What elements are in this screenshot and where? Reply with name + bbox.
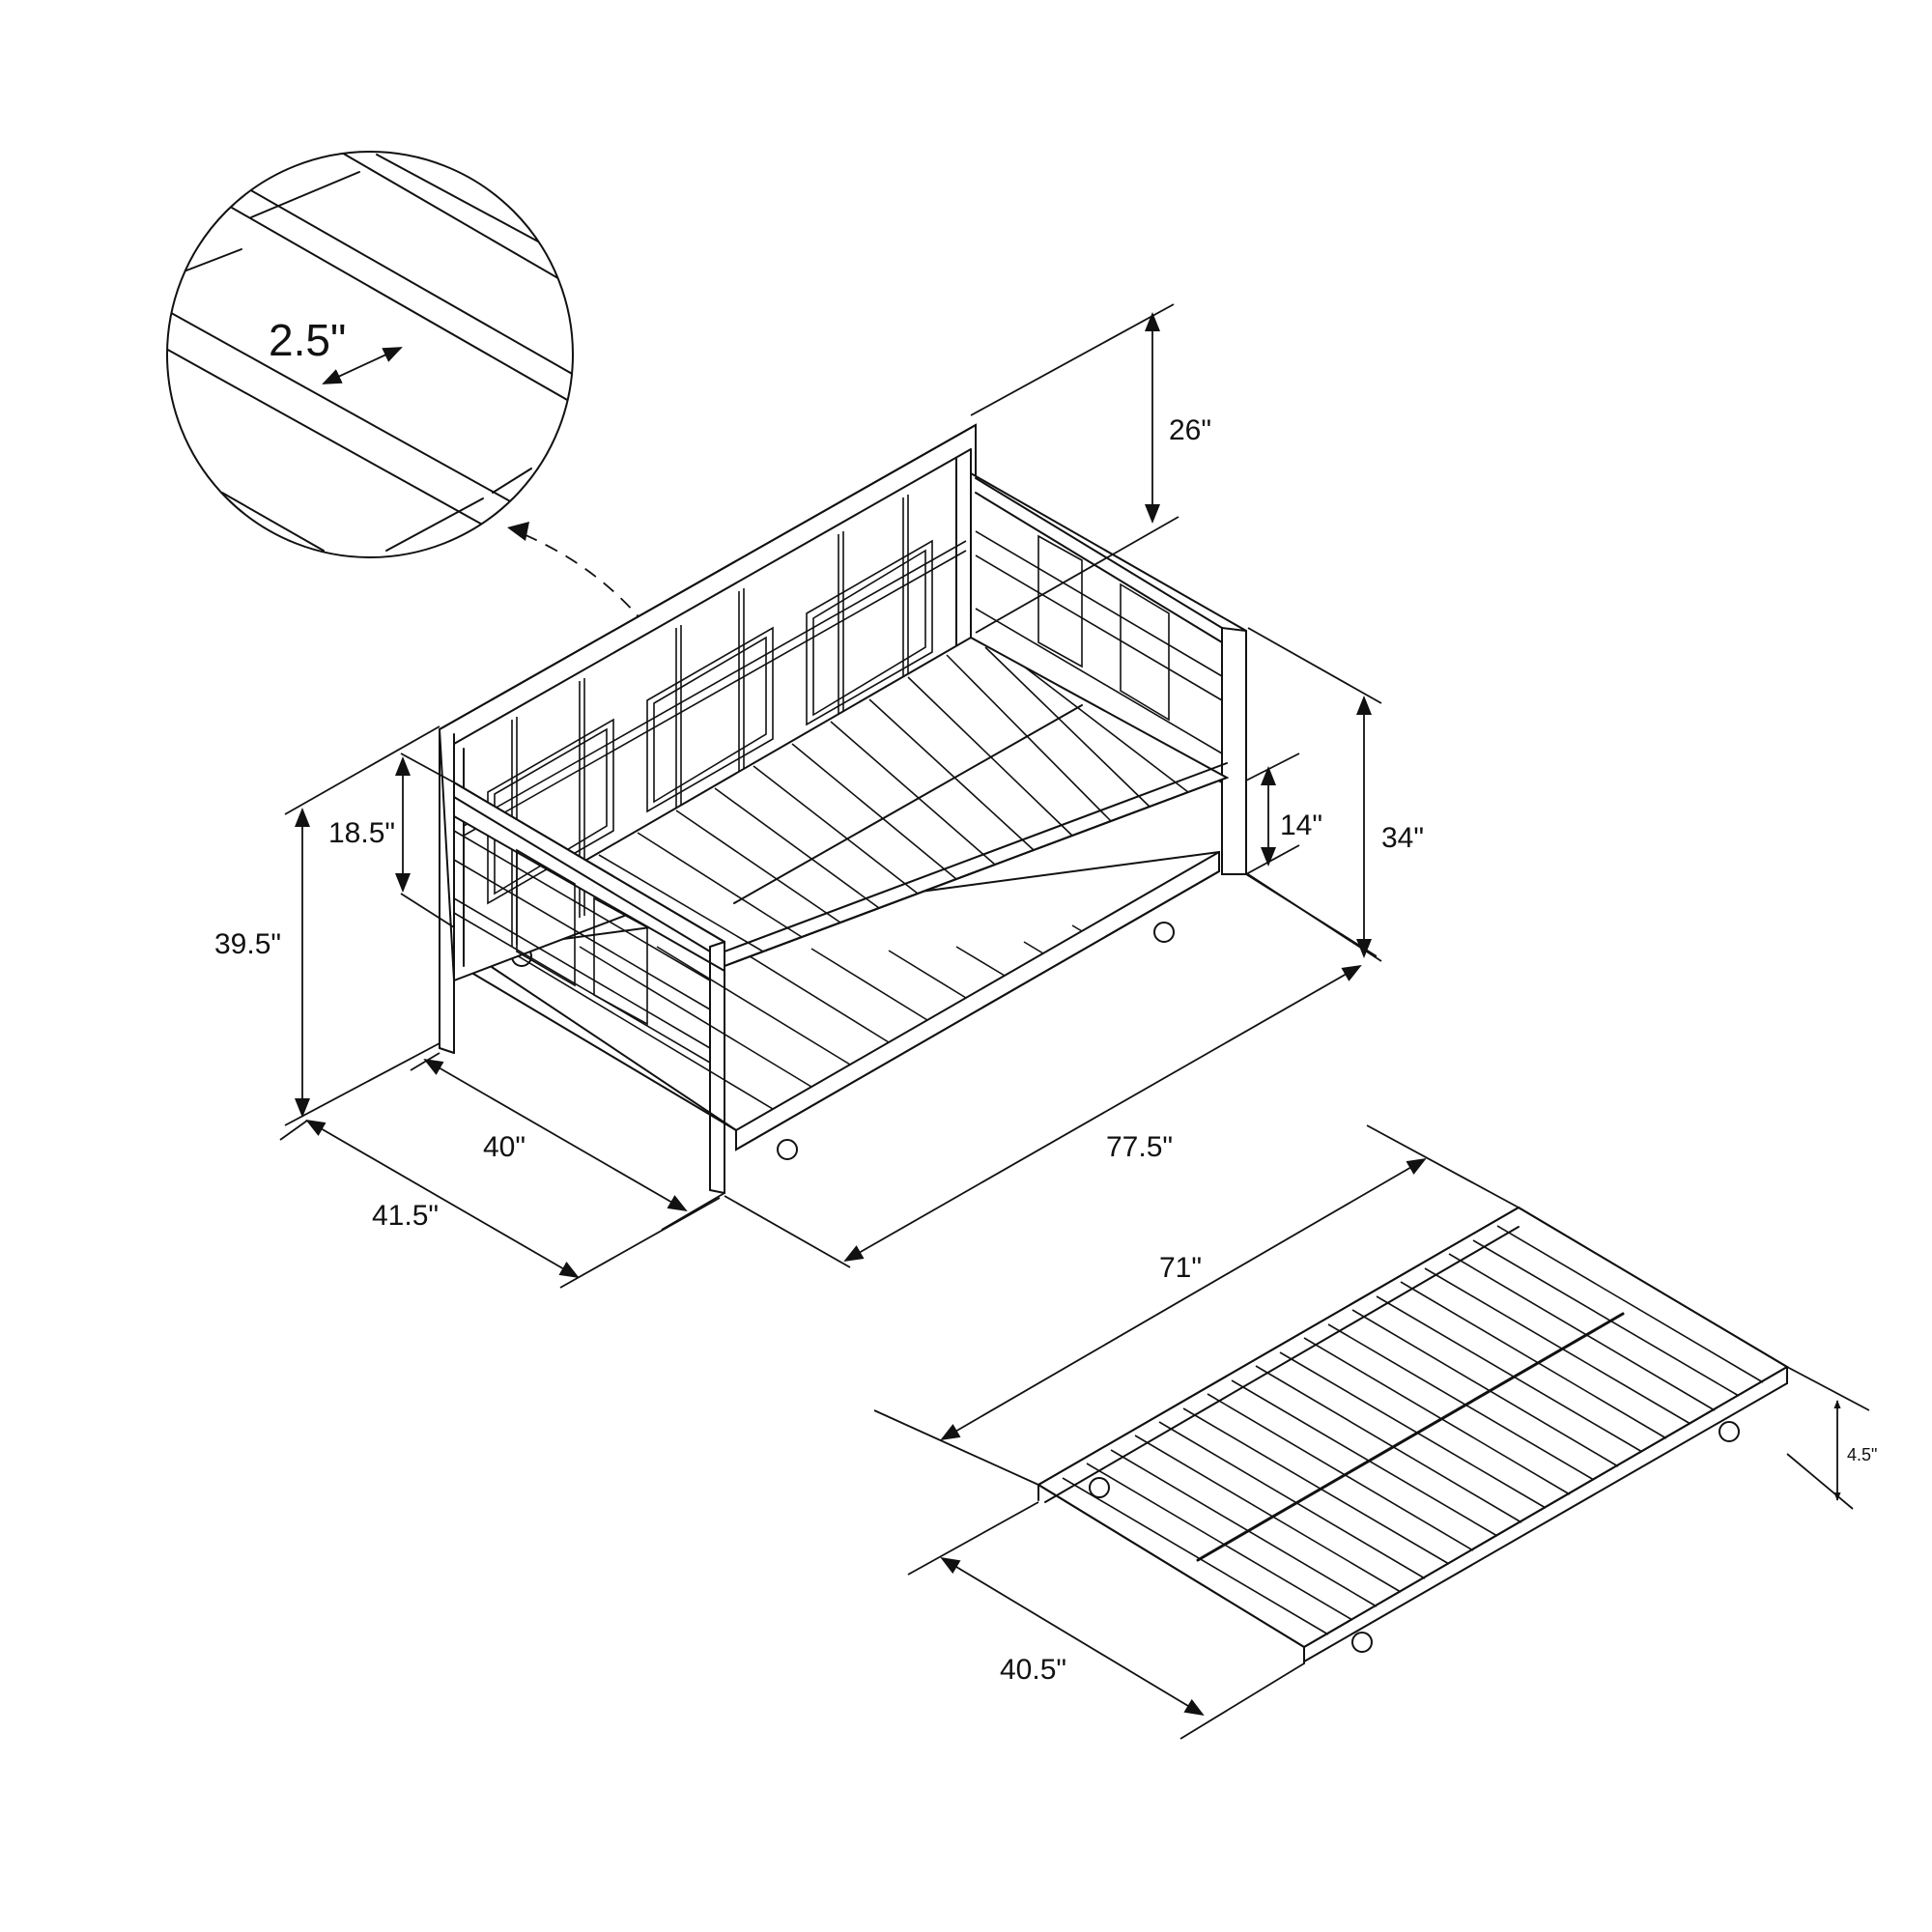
deck-center-support [733, 704, 1083, 904]
caster-wheel-icon [1719, 1421, 1740, 1442]
detail-double-arrow-icon [322, 347, 403, 384]
caster-wheel-icon [1089, 1477, 1110, 1498]
detail-label: 2.5" [269, 315, 346, 365]
daybed-left-side-panel [439, 728, 725, 1194]
dim-label-trundle-length: 71" [1159, 1252, 1202, 1284]
caster-wheel-icon [1153, 922, 1175, 943]
dim-label-arm-height: 18.5" [328, 817, 395, 849]
caster-wheel-icon [1351, 1632, 1373, 1653]
detail-slats [167, 152, 573, 557]
detail-circle [166, 151, 574, 558]
dim-label-trundle-height: 4.5" [1847, 1445, 1877, 1464]
dim-label-deck-height: 14" [1280, 810, 1322, 841]
trundle [1037, 1206, 1789, 1664]
dim-label-inner-width: 40" [483, 1131, 526, 1163]
trundle-dimension-lines: 71" 40.5" 4.5" [873, 1124, 1877, 1740]
daybed-seat-deck [568, 636, 1230, 968]
dim-label-overall-length: 77.5" [1106, 1131, 1173, 1163]
daybed-dimension-lines: 26" 34" 14" 18.5" 39.5" 40" 41.5" [214, 303, 1424, 1289]
slat-detail-callout: 2.5" [166, 151, 724, 793]
dim-label-trundle-width: 40.5" [1000, 1654, 1066, 1686]
back-panel-motifs [487, 539, 933, 905]
dim-label-back-height: 26" [1169, 414, 1211, 446]
dim-label-overall-height: 39.5" [214, 928, 281, 960]
daybed [438, 423, 1247, 1194]
dim-label-side-height: 34" [1381, 822, 1424, 854]
callout-arrow-icon [507, 522, 529, 541]
dim-label-outer-width: 41.5" [372, 1200, 439, 1232]
daybed-right-side-panel [970, 471, 1247, 875]
caster-wheel-icon [777, 1139, 798, 1160]
